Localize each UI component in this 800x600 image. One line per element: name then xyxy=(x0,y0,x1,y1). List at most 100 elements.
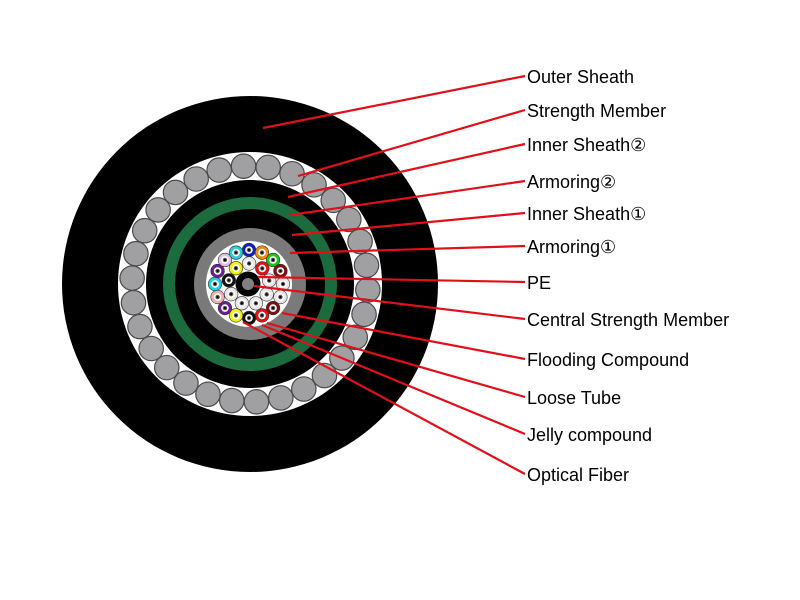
loose-tube xyxy=(254,245,270,260)
strength-member-wire xyxy=(131,217,158,244)
strength-member-wire xyxy=(119,265,145,291)
strength-member-wire xyxy=(145,197,171,223)
leader-line-inner-sheath-1 xyxy=(291,211,526,237)
strength-member-wire xyxy=(268,385,294,411)
optical-fiber xyxy=(260,314,264,317)
strength-member-wire xyxy=(206,157,232,183)
optical-fiber xyxy=(247,248,251,252)
label-list: Outer Sheath Strength Member Inner Sheat… xyxy=(527,67,729,485)
strength-member-wire xyxy=(353,252,380,279)
optical-fiber xyxy=(216,269,219,273)
loose-tube xyxy=(248,296,263,311)
optical-fiber xyxy=(234,251,238,254)
central-strength-member xyxy=(242,278,254,290)
label-outer-sheath: Outer Sheath xyxy=(527,67,634,87)
optical-fiber xyxy=(281,282,285,286)
optical-fiber xyxy=(271,306,275,310)
optical-fiber xyxy=(230,293,233,296)
optical-fiber xyxy=(227,279,230,282)
loose-tube xyxy=(224,287,239,302)
strength-member-wire xyxy=(255,154,281,181)
leader-line-outer-sheath xyxy=(262,74,526,130)
strength-member-wire xyxy=(301,172,327,198)
loose-tube xyxy=(242,256,257,271)
optical-fiber xyxy=(279,269,282,273)
strength-member-wire xyxy=(138,335,164,362)
leader-lines xyxy=(242,74,526,475)
strength-member-wire xyxy=(279,160,305,187)
optical-fiber xyxy=(268,279,271,282)
leader-line-strength-member xyxy=(297,108,526,178)
label-inner-sheath-2: Inner Sheath② xyxy=(527,135,646,155)
optical-fiber xyxy=(234,314,238,317)
leader-line-optical-fiber xyxy=(242,321,526,475)
leader-line-jelly-compound xyxy=(261,323,526,436)
leader-line-loose-tube xyxy=(266,321,526,399)
strength-member-wire xyxy=(351,301,377,328)
loose-tube xyxy=(273,289,288,305)
loose-tube xyxy=(228,245,244,260)
optical-fiber xyxy=(223,258,227,262)
label-pe: PE xyxy=(527,273,551,293)
strength-member-wire xyxy=(320,187,347,214)
optical-fiber xyxy=(279,295,282,299)
loose-tube xyxy=(273,263,288,279)
loose-tube xyxy=(234,296,249,311)
optical-fiber xyxy=(260,251,264,254)
loose-tube xyxy=(207,276,223,292)
optical-fiber xyxy=(234,267,238,270)
strength-member-wire xyxy=(127,313,153,340)
strength-member-wire xyxy=(183,166,209,192)
loose-tube-bundle xyxy=(207,242,291,326)
loose-tube xyxy=(275,276,291,292)
loose-tube xyxy=(255,261,270,276)
label-optical-fiber: Optical Fiber xyxy=(527,465,629,485)
optical-fiber xyxy=(247,316,251,320)
strength-member-wire xyxy=(342,324,369,351)
leader-line-flooding-compound xyxy=(281,311,526,361)
optical-fiber xyxy=(254,302,257,305)
label-inner-sheath-1: Inner Sheath① xyxy=(527,204,646,224)
optical-fiber xyxy=(213,282,217,286)
strength-member-wire xyxy=(243,389,270,415)
strength-member-wire xyxy=(120,289,147,316)
strength-member-wire xyxy=(173,370,199,396)
strength-member-wire xyxy=(153,354,180,381)
strength-member-wire xyxy=(195,381,221,408)
cable-cross-section xyxy=(62,96,438,472)
leader-line-inner-sheath-2 xyxy=(287,142,526,199)
label-central-strength-member: Central Strength Member xyxy=(527,310,729,330)
strength-member-wire xyxy=(230,153,257,179)
loose-tube xyxy=(210,263,225,279)
label-armoring-1: Armoring① xyxy=(527,237,616,257)
strength-member-wire xyxy=(219,387,245,414)
optical-fiber xyxy=(265,293,268,296)
leader-line-central-strength-member xyxy=(253,284,526,321)
optical-fiber xyxy=(261,267,264,270)
label-armoring-2: Armoring② xyxy=(527,172,616,192)
strength-member-wire xyxy=(123,240,149,267)
loose-tube xyxy=(241,242,257,258)
optical-fiber xyxy=(240,302,243,305)
loose-tube xyxy=(262,273,277,288)
loose-tube xyxy=(228,308,244,323)
loose-tube xyxy=(210,289,225,305)
label-flooding-compound: Flooding Compound xyxy=(527,350,689,370)
optical-fiber xyxy=(223,306,227,310)
optical-fiber xyxy=(271,258,275,262)
label-loose-tube: Loose Tube xyxy=(527,388,621,408)
label-strength-member: Strength Member xyxy=(527,101,666,121)
leader-line-armoring-1 xyxy=(289,244,526,255)
optical-fiber xyxy=(248,262,251,265)
loose-tube xyxy=(254,308,270,323)
loose-tube xyxy=(259,287,274,302)
loose-tube xyxy=(217,252,233,268)
loose-tube xyxy=(217,300,233,316)
loose-tube xyxy=(228,261,244,276)
optical-fiber xyxy=(216,295,219,299)
strength-member-wire xyxy=(291,376,317,402)
leader-line-pe xyxy=(257,275,526,284)
leader-line-armoring-2 xyxy=(289,179,526,217)
loose-tube xyxy=(221,273,236,288)
